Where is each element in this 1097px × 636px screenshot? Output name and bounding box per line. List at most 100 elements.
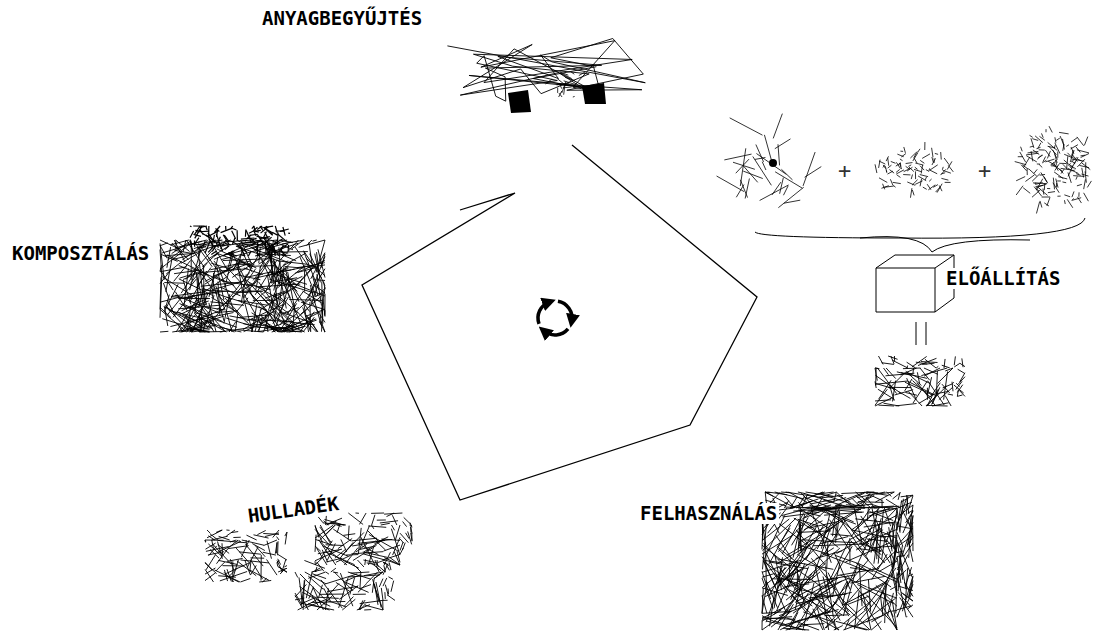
fiber-stroke bbox=[1077, 137, 1084, 146]
fiber-stroke bbox=[308, 265, 325, 268]
fiber-stroke bbox=[203, 265, 205, 302]
fiber-stroke bbox=[374, 584, 378, 605]
fiber-stroke bbox=[900, 151, 903, 152]
fiber-stroke bbox=[942, 167, 944, 170]
fiber-stroke bbox=[198, 249, 200, 256]
fiber-stroke bbox=[216, 562, 225, 571]
fiber-stroke bbox=[1047, 188, 1050, 189]
fiber-stroke bbox=[906, 162, 913, 164]
fiber-stroke bbox=[1039, 136, 1044, 140]
fiber-stroke bbox=[1058, 177, 1067, 179]
fiber-stroke bbox=[351, 552, 383, 554]
fiber-stroke bbox=[875, 508, 897, 516]
fiber-stroke bbox=[778, 565, 800, 587]
fiber-stroke bbox=[804, 508, 828, 518]
fiber-stroke bbox=[740, 148, 745, 186]
fiber-knot bbox=[769, 159, 777, 167]
fiber-stroke bbox=[837, 511, 840, 537]
fiber-stroke bbox=[897, 532, 903, 546]
fiber-stroke bbox=[956, 381, 962, 389]
fiber-stroke bbox=[909, 581, 913, 597]
fiber-stroke bbox=[871, 621, 881, 630]
fiber-stroke bbox=[940, 152, 942, 160]
fiber-stroke bbox=[1064, 200, 1066, 204]
fiber-stroke bbox=[958, 377, 965, 385]
fiber-stroke bbox=[1037, 155, 1042, 159]
fiber-block bbox=[205, 530, 287, 582]
fiber-stroke bbox=[1081, 154, 1089, 158]
fiber-stroke bbox=[411, 527, 412, 534]
fiber-stroke bbox=[359, 585, 371, 589]
fiber-stroke bbox=[239, 552, 261, 554]
fiber-stroke bbox=[893, 493, 901, 499]
fiber-stroke bbox=[897, 154, 903, 157]
fiber-stroke bbox=[1084, 137, 1087, 146]
fiber-stroke bbox=[312, 595, 320, 608]
fiber-stroke bbox=[778, 187, 803, 207]
fiber-stroke bbox=[775, 573, 806, 612]
fiber-stroke bbox=[559, 83, 562, 89]
fiber-stroke bbox=[1066, 145, 1069, 147]
fiber-stroke bbox=[775, 172, 802, 188]
fiber-stroke bbox=[888, 356, 897, 359]
fiber-stroke bbox=[376, 541, 386, 550]
fiber-stroke bbox=[875, 400, 891, 401]
fiber-stroke bbox=[1036, 202, 1039, 214]
fiber-stroke bbox=[1041, 172, 1048, 183]
fiber-stroke bbox=[765, 492, 773, 496]
fiber-stroke bbox=[267, 559, 277, 575]
fiber-stroke bbox=[899, 581, 907, 618]
fiber-stroke bbox=[180, 273, 196, 278]
fiber-stroke bbox=[273, 530, 279, 538]
fiber-stroke bbox=[257, 530, 265, 534]
fiber-stroke bbox=[172, 241, 191, 254]
equals-sign bbox=[916, 322, 926, 345]
fiber-stroke bbox=[263, 232, 266, 239]
fiber-stroke bbox=[363, 560, 376, 563]
fiber-stroke bbox=[1054, 137, 1056, 142]
fiber-stroke bbox=[223, 235, 229, 245]
fiber-stroke bbox=[304, 560, 324, 568]
fiber-stroke bbox=[193, 225, 204, 226]
fiber-stroke bbox=[900, 505, 913, 515]
fiber-stroke bbox=[1078, 192, 1079, 196]
fiber-stroke bbox=[193, 234, 200, 236]
fiber-stroke bbox=[260, 292, 291, 323]
fiber-stroke bbox=[765, 542, 767, 587]
fiber-stroke bbox=[945, 182, 951, 183]
fiber-stroke bbox=[891, 161, 896, 163]
fiber-stroke bbox=[225, 226, 226, 230]
fiber-stroke bbox=[227, 558, 243, 561]
fiber-stroke bbox=[929, 179, 931, 181]
fiber-stroke bbox=[160, 250, 162, 277]
fiber-stroke bbox=[805, 167, 822, 178]
fiber-stroke bbox=[898, 492, 900, 500]
fiber-stroke bbox=[888, 158, 889, 166]
fiber-stroke bbox=[784, 200, 800, 203]
fiber-stroke bbox=[199, 229, 203, 234]
fiber-stroke bbox=[1062, 181, 1066, 183]
fiber-stroke bbox=[205, 242, 210, 253]
fiber-stroke bbox=[763, 561, 802, 590]
fiber-stroke bbox=[1032, 174, 1040, 182]
fiber-stroke bbox=[378, 560, 386, 563]
fiber-stroke bbox=[224, 235, 229, 242]
fiber-stroke bbox=[172, 255, 189, 259]
fiber-stroke bbox=[304, 269, 325, 304]
fiber-stroke bbox=[1080, 155, 1085, 157]
fiber-stroke bbox=[165, 305, 189, 332]
fiber-stroke bbox=[860, 564, 897, 582]
fiber-stroke bbox=[836, 516, 869, 544]
fiber-stroke bbox=[773, 114, 782, 139]
fiber-stroke bbox=[340, 573, 352, 606]
fiber-stroke bbox=[222, 543, 224, 555]
fiber-stroke bbox=[932, 403, 949, 406]
fiber-stroke bbox=[897, 601, 904, 617]
fiber-stroke bbox=[256, 266, 261, 290]
fiber-stroke bbox=[190, 231, 194, 238]
fiber-stroke bbox=[289, 326, 304, 332]
fiber-stroke bbox=[1082, 174, 1089, 176]
fiber-stroke bbox=[878, 389, 894, 399]
fiber-stroke bbox=[1064, 195, 1070, 197]
fiber-stroke bbox=[1044, 184, 1045, 191]
